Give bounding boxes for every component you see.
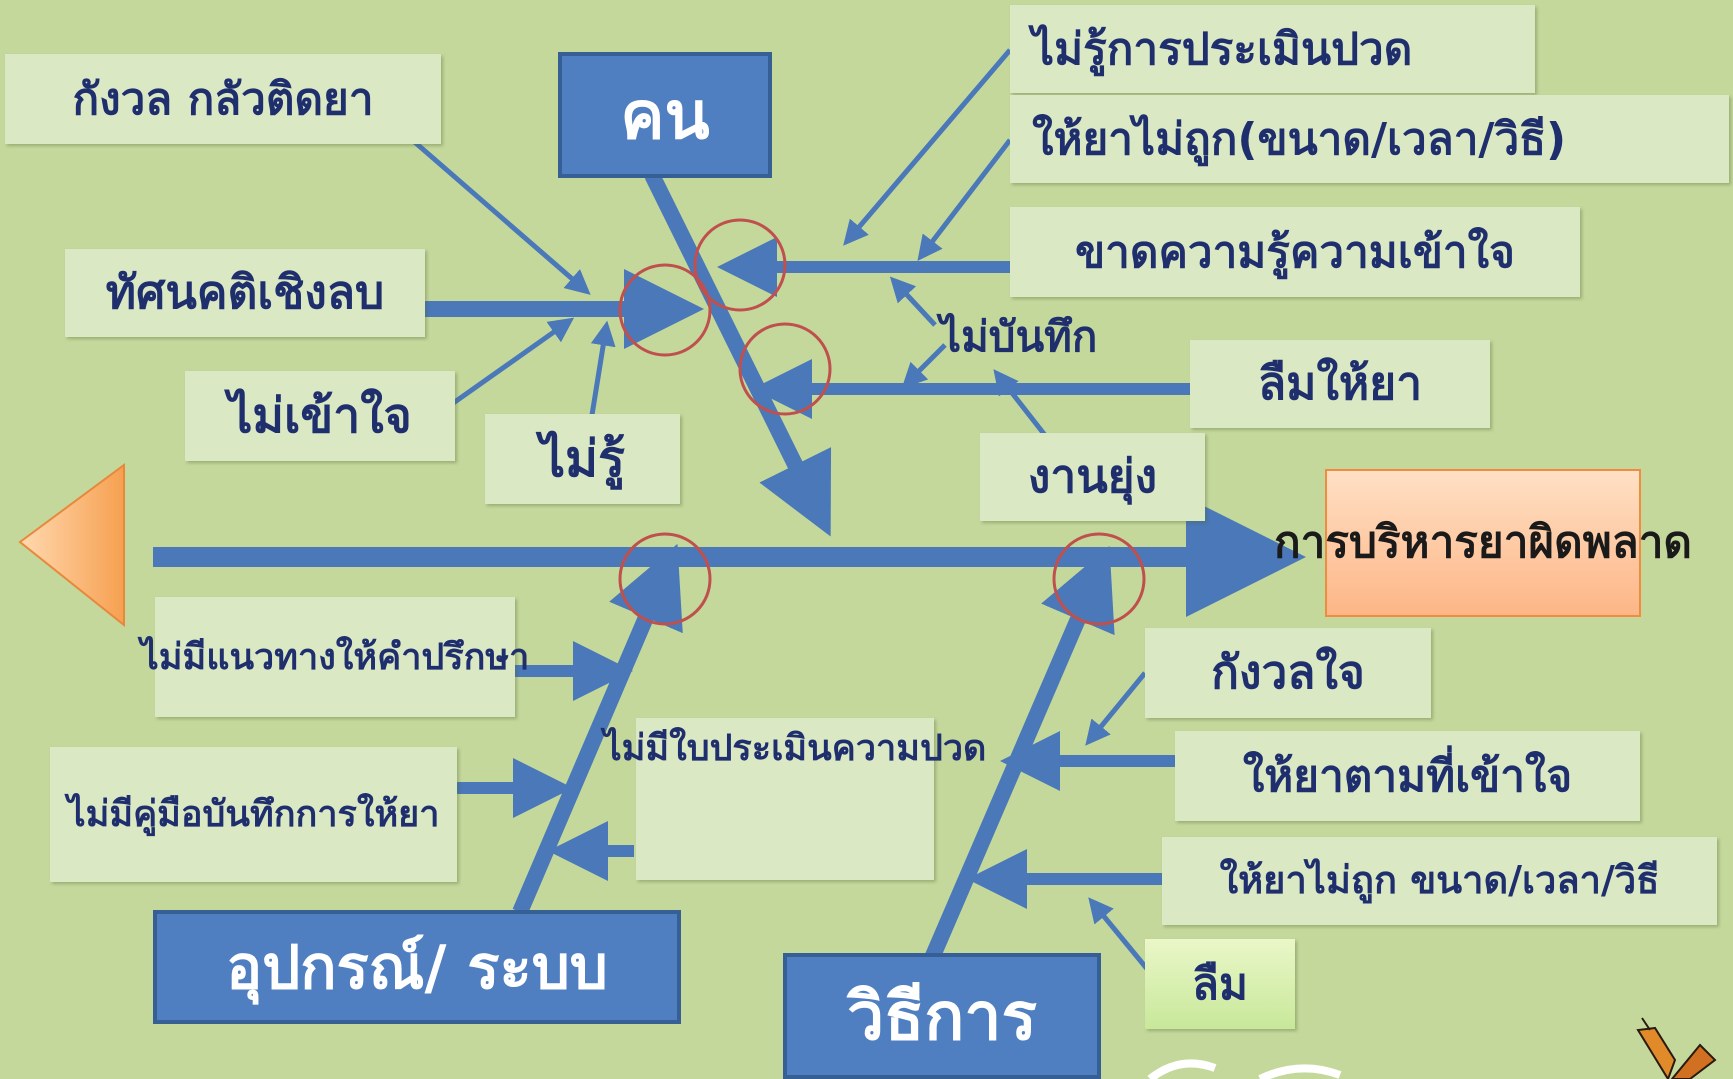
effect-box: การบริหาร ยาผิดพลาด [1274, 469, 1692, 617]
cause-no-pain-form: ไม่มีใบประเมิน ความปวด [604, 718, 986, 880]
cause-worry-addiction: กังวล กลัวติดยา [5, 54, 441, 144]
cause-as-understood: ให้ยาตามที่เข้าใจ [1175, 731, 1640, 821]
worry-arrow [393, 123, 591, 295]
butterfly-icon [1636, 1017, 1717, 1079]
decorative-swirl [1147, 1059, 1342, 1079]
effect-line-2: ยาผิดพลาด [1477, 517, 1692, 569]
category-equipment-system: อุปกรณ์/ ระบบ [153, 910, 681, 1024]
category-method: วิธีการ [783, 953, 1101, 1079]
cause-no-counseling-guideline: ไม่มีแนวทางให้ คำปรึกษา [141, 597, 529, 717]
cause-no-counseling-line-2: คำปรึกษา [377, 636, 530, 678]
cause-no-pain-form-line-1: ไม่มีใบประเมิน [603, 728, 832, 769]
cause-anxious: กังวลใจ [1145, 628, 1431, 718]
cause-busy-work: งานยุ่ง [980, 433, 1205, 521]
no-record-arrow-down [901, 343, 947, 389]
cause-no-pain-form-line-2: ความปวด [831, 728, 987, 769]
cause-forget-give-drug: ลืมให้ยา [1190, 340, 1490, 428]
category-people: คน [558, 52, 772, 178]
cause-no-record-manual-line-2: การให้ยา [295, 794, 440, 835]
cause-no-record: ไม่บันทึก [940, 312, 1098, 361]
highlight-circle [618, 263, 712, 357]
cause-no-counseling-line-1: ไม่มีแนวทางให้ [140, 636, 378, 678]
highlight-circle [618, 532, 712, 626]
highlight-circle [738, 322, 832, 416]
no-record-arrow-up [889, 276, 937, 327]
equipment-bone [512, 543, 683, 916]
cause-forget: ลืม [1145, 939, 1295, 1029]
not-know-arrow [589, 320, 616, 416]
cause-method-wrong-dosing: ให้ยาไม่ถูก ขนาด/เวลา/วิธี [1162, 837, 1717, 925]
cause-lack-knowledge: ขาดความรู้ความเข้าใจ [1010, 207, 1580, 297]
effect-line-1: การบริหาร [1274, 517, 1478, 569]
cause-not-know: ไม่รู้ [485, 414, 680, 504]
wrong-dosing-arrow [917, 138, 1012, 261]
cause-negative-attitude: ทัศนคติเชิงลบ [65, 249, 425, 337]
cause-not-understand: ไม่เข้าใจ [185, 371, 455, 461]
cause-wrong-dosing: ให้ยาไม่ถูก(ขนาด/เวลา/วิธี) [1010, 95, 1729, 183]
back-triangle-icon[interactable] [18, 463, 125, 628]
people-bone [644, 171, 832, 537]
highlight-circle [1052, 532, 1146, 626]
cause-no-record-manual-line-1: ไม่มีคู่มือบันทึก [67, 794, 296, 835]
anxious-arrow [1085, 671, 1147, 746]
cause-no-record-manual: ไม่มีคู่มือบันทึก การให้ยา [50, 747, 457, 882]
forget-arrow [1088, 897, 1150, 972]
highlight-circle [693, 218, 787, 312]
pain-assessment-arrow [843, 48, 1012, 246]
cause-no-pain-assessment-knowledge: ไม่รู้การประเมินปวด [1010, 5, 1535, 93]
